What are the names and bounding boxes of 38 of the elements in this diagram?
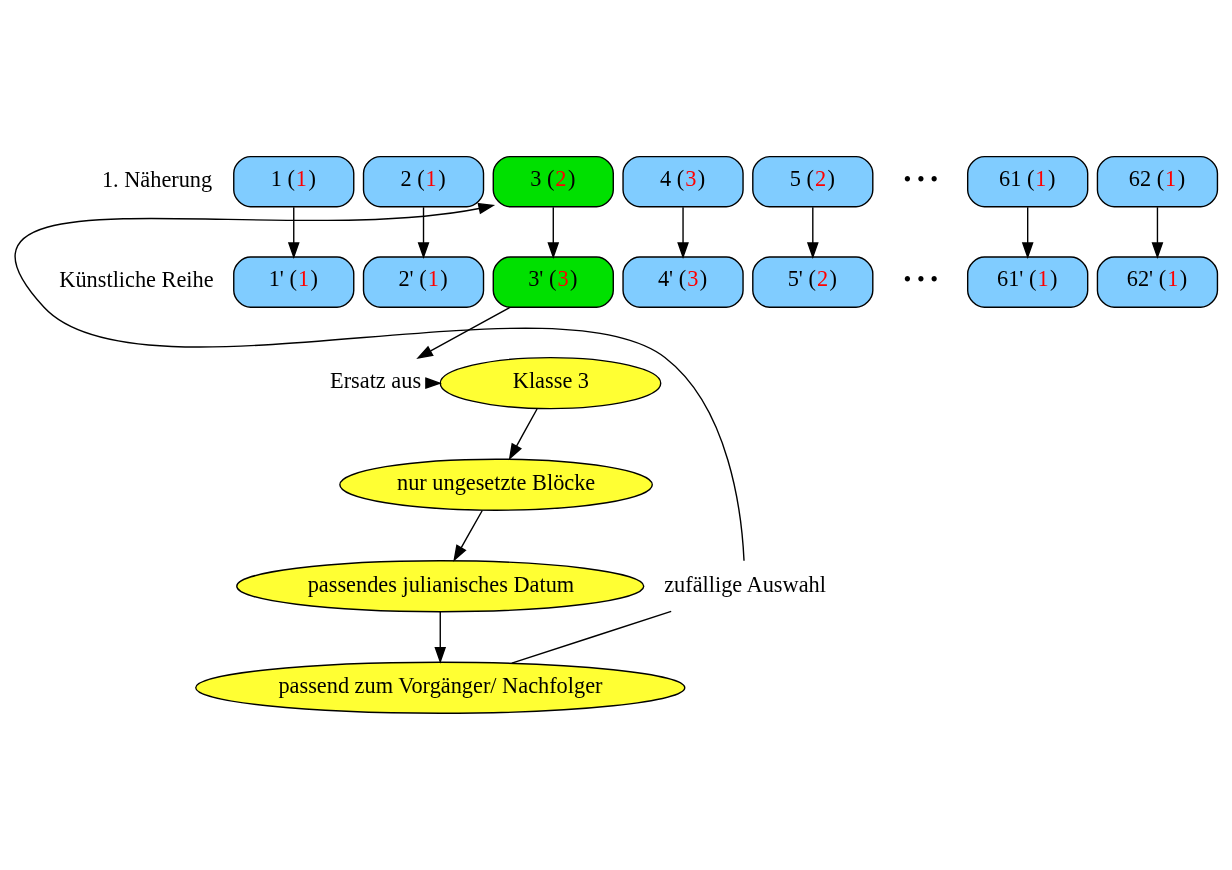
node-box: 62 (1) [1096, 155, 1219, 208]
node-text: Ersatz aus [330, 368, 422, 394]
node-box: 2' (1) [362, 256, 485, 308]
node-text: zufällige Auswahl [664, 571, 826, 597]
node-box: 3' (3) [492, 256, 614, 308]
arrow [14, 202, 745, 562]
arrow [1151, 206, 1164, 259]
arrow [547, 206, 560, 259]
connector [511, 610, 672, 664]
node-box: 3 (2) [492, 155, 614, 208]
node-ellipse: passendes julianisches Datum [236, 560, 645, 613]
node-box: 5' (2) [752, 256, 874, 308]
node-ellipse: nur ungesetzte Blöcke [339, 458, 653, 511]
arrow [417, 206, 430, 259]
arrow [434, 611, 447, 664]
arrow [416, 306, 511, 359]
node-ellipse: passend zum Vorgänger/ Nachfolger [195, 661, 686, 714]
node-box: 4' (3) [622, 256, 744, 308]
node-box: 2 (1) [362, 155, 485, 208]
node-box: 61' (1) [967, 256, 1089, 308]
label: • • • [903, 267, 939, 293]
arrow [425, 377, 442, 390]
label: Künstliche Reihe [59, 267, 214, 293]
node-box: 1 (1) [233, 155, 355, 208]
label: 1. Näherung [101, 167, 213, 192]
node-box: 61 (1) [967, 155, 1089, 208]
node-box: 5 (2) [752, 155, 874, 208]
label: • • • [903, 167, 939, 192]
node-ellipse: Klasse 3 [439, 356, 662, 410]
arrow [1021, 206, 1034, 259]
node-box: 62' (1) [1096, 256, 1219, 308]
arrow [677, 206, 689, 259]
node-box: 4 (3) [622, 155, 744, 208]
arrow [453, 509, 483, 562]
node-box: 1' (1) [233, 256, 355, 308]
arrow [806, 206, 819, 259]
arrow [287, 206, 300, 259]
arrow [508, 408, 538, 461]
